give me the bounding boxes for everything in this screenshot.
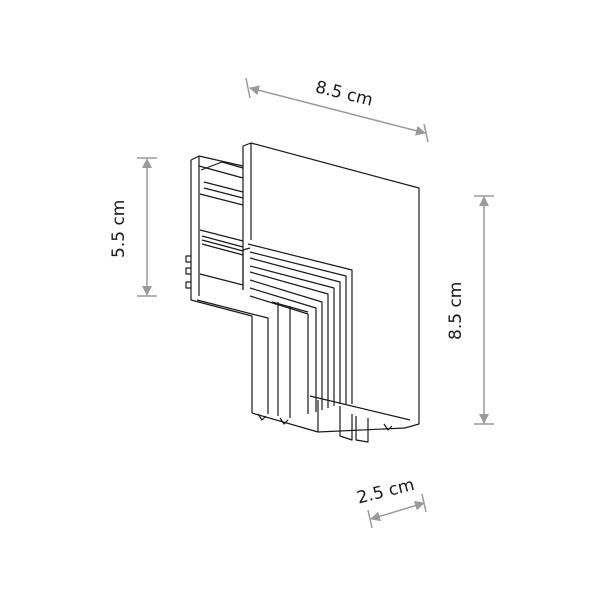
- dimension-label-top: 8.5 cm: [313, 77, 374, 111]
- dimension-bottom-depth: 2.5 cm: [355, 475, 427, 529]
- dimension-right-height: 8.5 cm: [446, 195, 494, 425]
- dimension-left-height: 5.5 cm: [109, 157, 157, 297]
- connector-profile-drawing: [185, 142, 420, 443]
- dimension-top-width: 8.5 cm: [245, 77, 429, 143]
- dimension-label-bottom: 2.5 cm: [355, 475, 416, 509]
- dimension-label-right: 8.5 cm: [446, 282, 466, 340]
- dimension-label-left: 5.5 cm: [109, 200, 129, 258]
